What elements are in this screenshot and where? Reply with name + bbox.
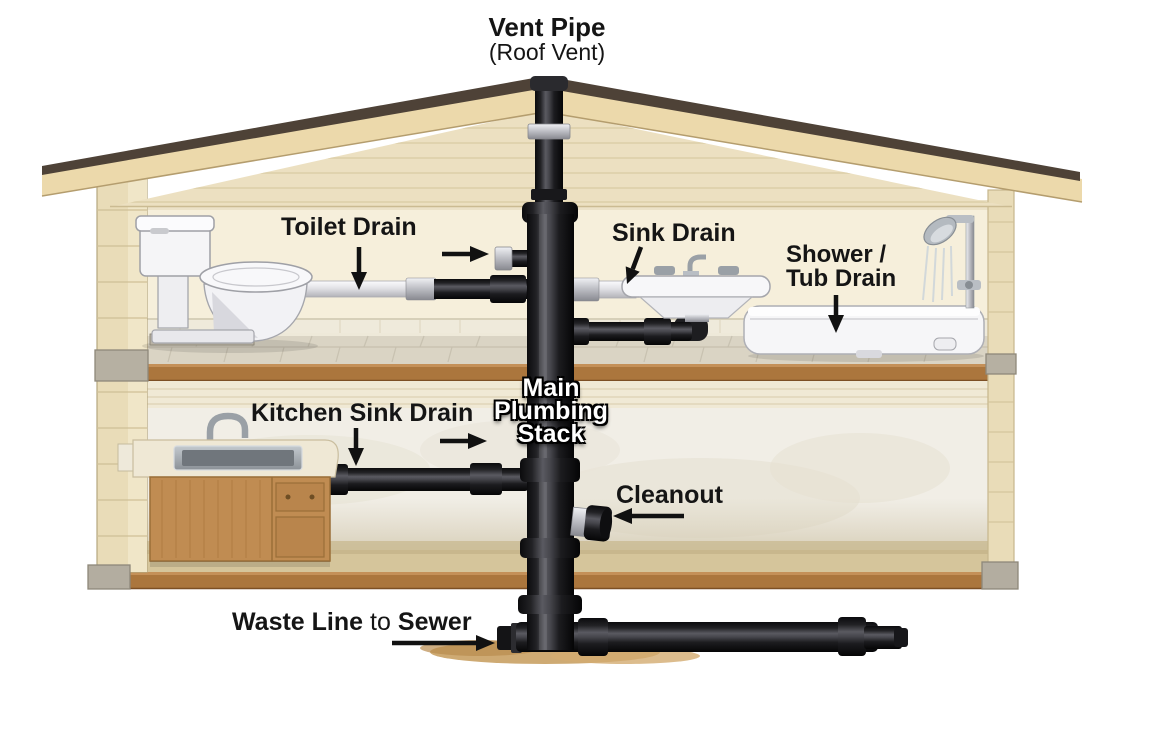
roof-flashing-collar [527, 123, 571, 140]
footing-block-left [87, 564, 131, 590]
roof-ridge-left [42, 76, 545, 175]
shower-tub-drain-label: Shower / Tub Drain [786, 241, 897, 292]
sink-drain-arrow [625, 246, 644, 284]
shower [922, 215, 981, 309]
cleanout-fitting [570, 505, 613, 542]
toilet-drain-arrow-down [351, 247, 367, 290]
toilet-pedestal [157, 271, 189, 329]
main-plumbing-stack-label: Main Plumbing Stack [494, 374, 608, 448]
roof-ridge-right [545, 76, 1080, 181]
toilet-drain-pipe [297, 275, 534, 303]
waste-line-arrow [392, 635, 495, 651]
roof [41, 76, 1083, 203]
bathtub [743, 305, 985, 362]
waste-line [497, 617, 908, 656]
kitchen-sink-drain-label: Kitchen Sink Drain [251, 399, 474, 427]
bathroom-sink [621, 254, 771, 322]
vent-pipe-title: Vent Pipe [488, 12, 606, 42]
tub-foot [856, 350, 882, 358]
kitchen-cabinet [149, 476, 331, 567]
stack-coupling-kitchen [520, 458, 580, 482]
cleanout-label: Cleanout [616, 481, 723, 509]
stack-coupling-base [518, 595, 582, 614]
kitchen-sink-drain-arrow-right [440, 433, 487, 449]
shower-head [923, 216, 957, 246]
sink-drain-label: Sink Drain [612, 219, 736, 247]
waste-line-tee-ring [578, 618, 608, 656]
shower-riser [965, 215, 975, 309]
roof-fascia-right [545, 86, 1082, 202]
toilet [135, 215, 318, 353]
waste-line-coupling [838, 617, 866, 656]
tub-spout [933, 337, 957, 351]
sink-rim [621, 275, 771, 298]
mid-concrete-block-right [985, 353, 1017, 375]
cabinet-drawer [275, 482, 325, 512]
roof-fascia-left [42, 86, 545, 196]
toilet-flush-handle [150, 228, 169, 234]
mid-concrete-block-left [94, 349, 149, 382]
kitchen-sink-unit [117, 412, 339, 567]
vent-pipe-cap [530, 76, 568, 91]
vent-pipe-subtitle: (Roof Vent) [488, 38, 606, 65]
toilet-seat [199, 261, 313, 293]
shower-tub-drain-arrow [828, 295, 844, 333]
bathroom-faucet [654, 254, 739, 279]
cabinet-door [275, 516, 325, 558]
toilet-drain-label: Toilet Drain [281, 213, 417, 241]
main-plumbing-stack [518, 76, 613, 650]
sink-bowl [638, 296, 754, 319]
toilet-drain-arrow-right [442, 246, 489, 262]
shower-water-spray [922, 245, 953, 303]
cleanout-arrow [613, 508, 684, 524]
right-wall [987, 189, 1015, 573]
footing-block-right [981, 561, 1019, 590]
stack-body [527, 214, 574, 650]
waste-line-end-cap [864, 626, 902, 649]
kitchen-sink-drain-arrow-down [348, 428, 364, 466]
stack-coupling-lower [520, 538, 580, 558]
vent-pipe-label: Vent Pipe (Roof Vent) [488, 14, 605, 64]
